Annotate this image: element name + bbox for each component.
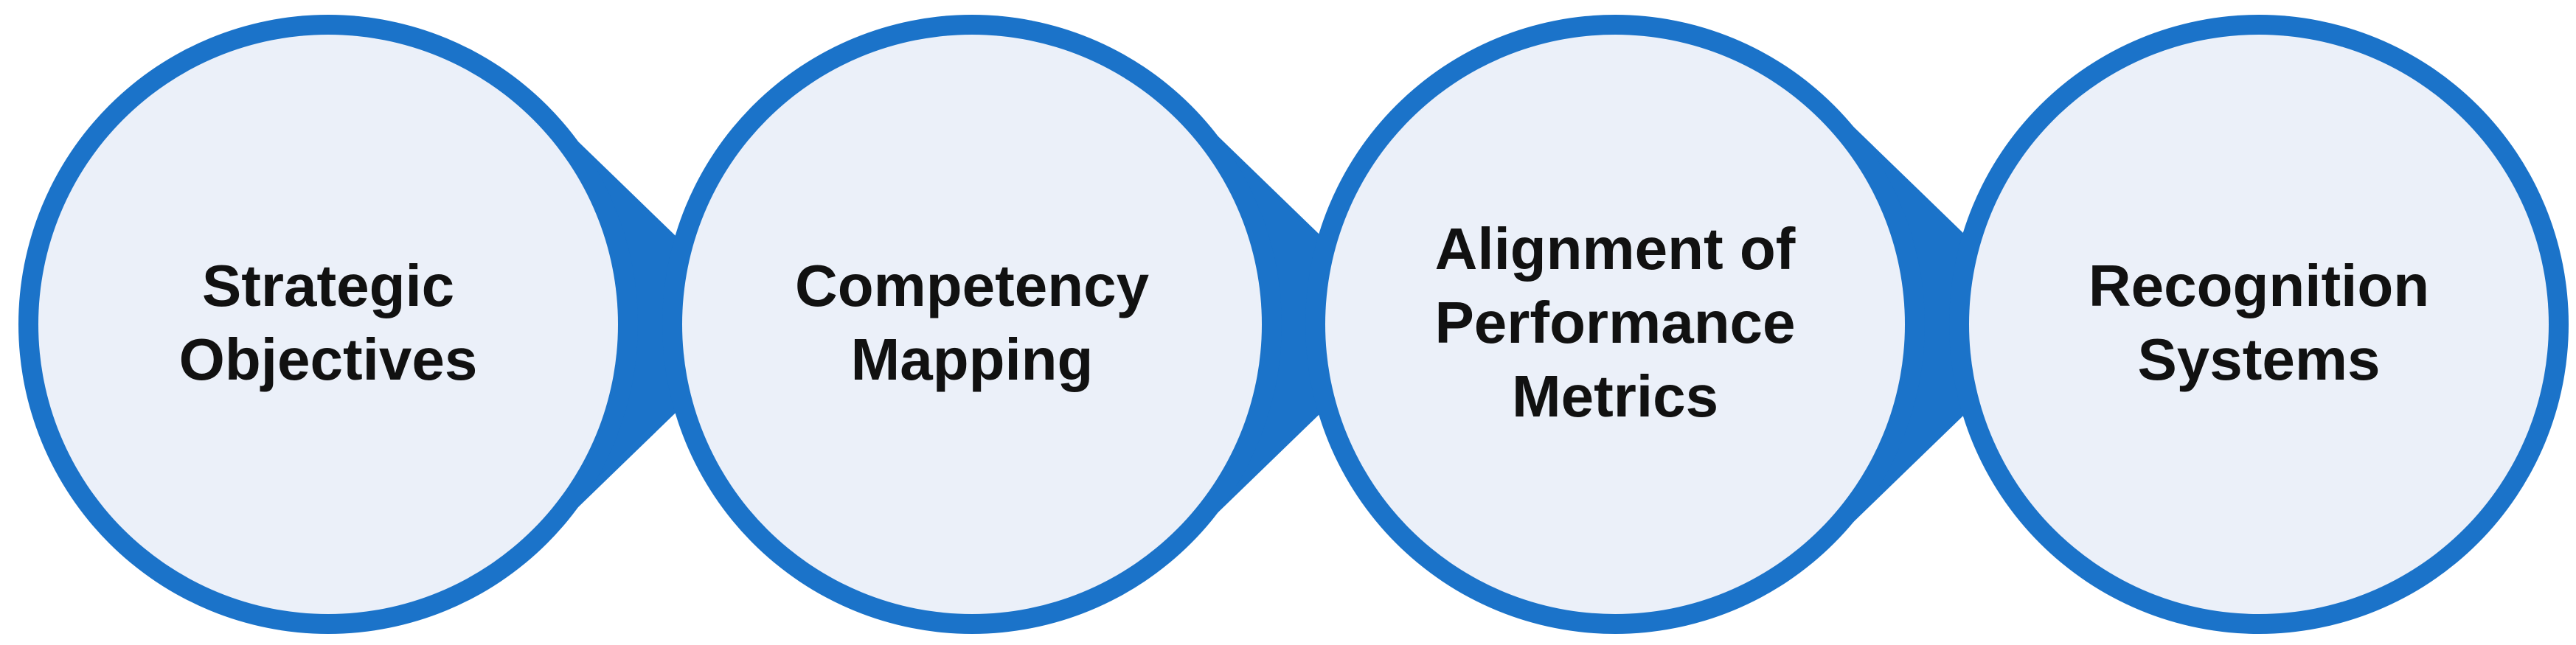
step-2-label: Competency Mapping <box>743 0 1201 645</box>
step-1-label-line-1: Strategic <box>201 252 455 318</box>
step-1-label: Strategic Objectives <box>100 0 557 645</box>
step-1-circle <box>38 35 618 614</box>
step-1-node <box>18 15 767 634</box>
step-2-circle <box>682 35 1262 614</box>
step-1-label-line-2: Objectives <box>178 326 478 392</box>
step-3-label: Alignment of Performance Metrics <box>1386 0 1844 645</box>
step-4-node <box>1949 15 2569 634</box>
step-3-node <box>1305 15 2058 634</box>
step-2-label-line-2: Mapping <box>850 326 1094 392</box>
step-4-label-line-2: Systems <box>2137 326 2381 392</box>
step-4-circle <box>1969 35 2549 614</box>
step-2-label-line-1: Competency <box>794 252 1150 318</box>
step-2-node <box>662 15 1412 634</box>
step-3-label-line-2: Performance <box>1434 289 1796 355</box>
step-3-label-line-3: Metrics <box>1511 363 1719 429</box>
step-3-circle <box>1325 35 1905 614</box>
step-4-label: Recognition Systems <box>2030 0 2488 645</box>
step-4-label-line-1: Recognition <box>2088 252 2430 318</box>
step-3-label-line-1: Alignment of <box>1434 215 1796 282</box>
